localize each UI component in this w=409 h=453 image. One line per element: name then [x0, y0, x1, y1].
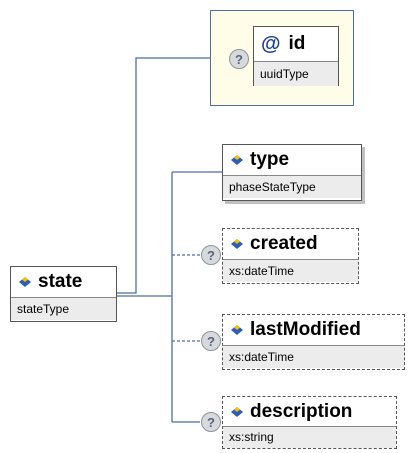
element-type: xs:dateTime	[223, 345, 404, 368]
child-element-description[interactable]: description xs:string	[222, 396, 397, 449]
element-icon	[230, 324, 244, 336]
element-type: stateType	[11, 297, 116, 320]
element-icon	[230, 154, 244, 166]
element-name: state	[38, 271, 83, 292]
help-icon[interactable]: ?	[229, 49, 249, 69]
child-element-created[interactable]: created xs:dateTime	[222, 228, 359, 284]
element-type: xs:string	[223, 426, 396, 448]
attribute-group: ? @ id uuidType	[210, 10, 354, 106]
child-element-lastmodified[interactable]: lastModified xs:dateTime	[222, 314, 405, 370]
attribute-type: uuidType	[254, 61, 338, 86]
root-element-state[interactable]: state stateType	[10, 266, 117, 322]
help-icon[interactable]: ?	[201, 412, 221, 432]
help-icon[interactable]: ?	[201, 245, 221, 265]
help-icon[interactable]: ?	[201, 331, 221, 351]
element-type: xs:dateTime	[223, 259, 358, 282]
element-name: lastModified	[250, 319, 361, 340]
attribute-name: id	[288, 33, 306, 54]
element-type: phaseStateType	[223, 175, 361, 198]
attribute-id[interactable]: @ id uuidType	[253, 26, 339, 86]
element-icon	[230, 406, 244, 418]
element-name: type	[250, 149, 290, 170]
element-name: created	[250, 233, 318, 254]
element-icon	[18, 276, 32, 288]
attribute-icon: @	[261, 32, 281, 55]
element-icon	[230, 238, 244, 250]
child-element-type[interactable]: type phaseStateType	[222, 144, 362, 201]
element-name: description	[250, 400, 353, 422]
